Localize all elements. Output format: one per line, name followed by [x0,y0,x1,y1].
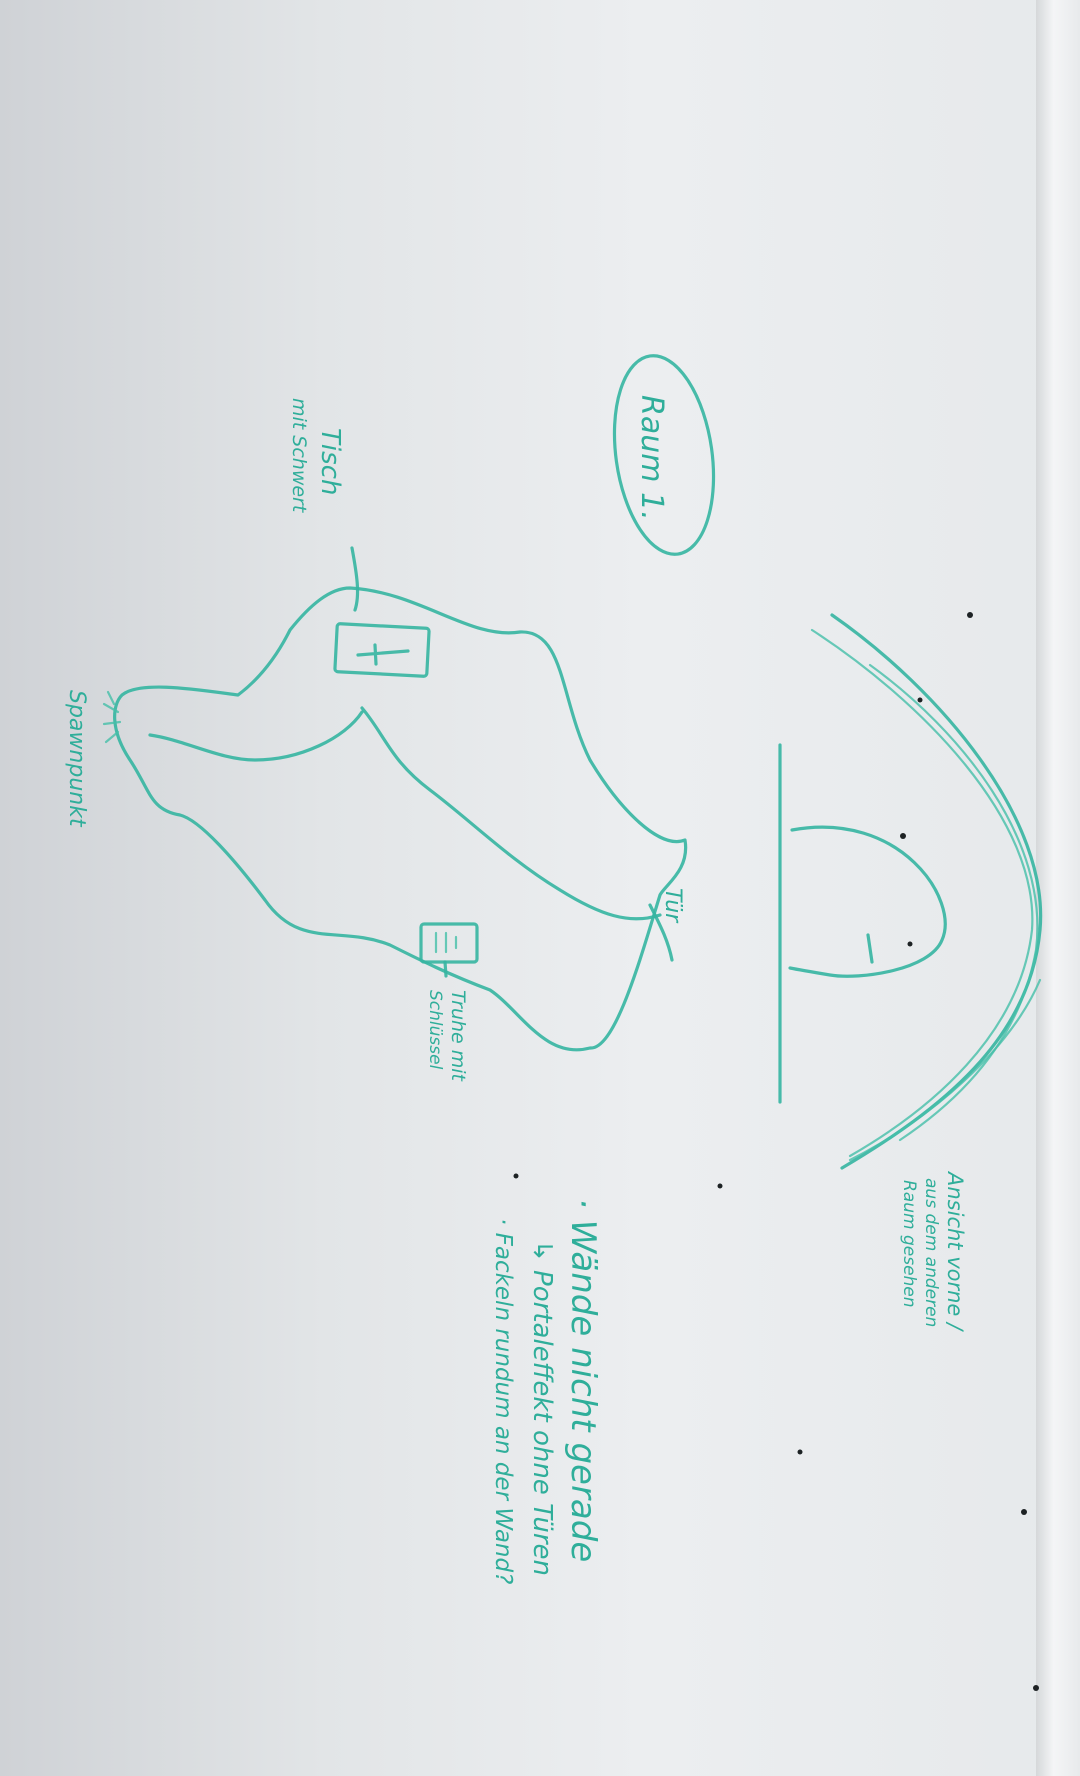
view-label-line1: Ansicht vorne / [943,1170,967,1332]
spawn-label: Spawnpunkt [64,690,89,828]
table-label-line1: Tisch [315,428,345,495]
view-label-line3: Raum gesehen [899,1180,919,1308]
note-1: · Wände nicht gerade [563,1198,603,1562]
room-label: Raum 1. [634,395,669,521]
speck [900,833,906,839]
chest-label-line2: Schlüssel [425,990,445,1070]
chest-label-line1: Truhe mit [447,990,469,1083]
speck [1021,1509,1027,1515]
front-view-arch-outer-4 [848,978,1042,1162]
table-label-line2: mit Schwert [288,398,310,514]
table-rect [333,622,431,678]
speck [717,1183,723,1189]
speck [967,612,973,618]
door-marker [648,903,674,962]
room-inner-wall [360,706,662,921]
room-label-ellipse [612,354,716,556]
chest-leader-line [443,960,448,978]
note-2: ↳ Portaleffekt ohne Türen [527,1240,557,1576]
front-view-door-arch [788,825,947,978]
speck [513,1173,519,1179]
speck [907,941,913,947]
speck [797,1449,803,1455]
key-icon [434,931,458,954]
sword-icon [356,643,410,666]
front-view-arch-outer-3 [868,663,1039,1142]
front-view-door-handle [866,933,874,964]
speck [917,697,923,703]
chest-rect [419,922,479,964]
door-label: Tür [660,888,685,924]
room-inner-wall-2 [148,710,364,762]
front-view-arch-outer-2 [810,628,1034,1158]
view-label-line2: aus dem anderen [921,1178,941,1327]
room-floorplan-outline [113,586,688,1052]
table-leader-line [350,546,360,612]
whiteboard-frame [1036,0,1080,1776]
note-3: · Fackeln rundum an der Wand? [490,1218,516,1584]
speck [1033,1685,1039,1691]
spawn-marker-icon [102,690,122,744]
